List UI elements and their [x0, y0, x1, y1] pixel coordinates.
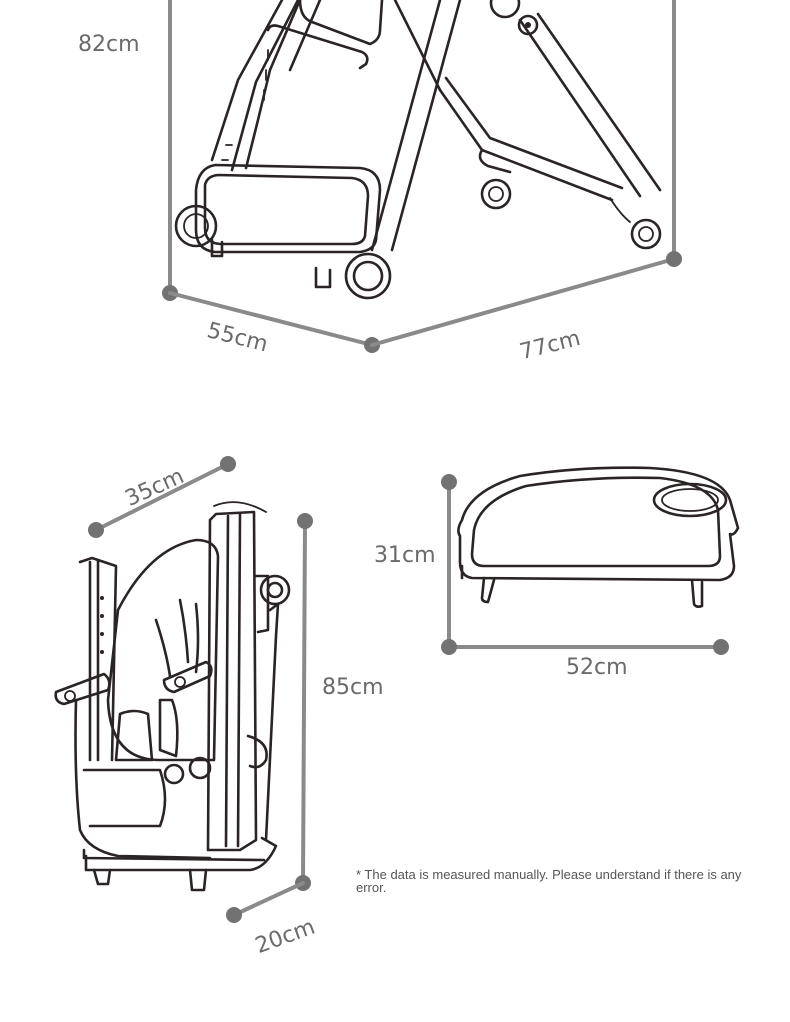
tray-illustration	[457, 466, 740, 608]
folded-height-label: 85cm	[322, 675, 384, 700]
chair-width-label: 55cm	[204, 318, 270, 357]
measurement-footnote: * The data is measured manually. Please …	[356, 867, 742, 895]
tray-width-dimension: 52cm	[441, 639, 729, 680]
tray-width-label: 52cm	[566, 655, 628, 680]
folded-depth-dimension: 35cm	[88, 456, 236, 538]
tray-depth-label: 31cm	[374, 543, 436, 568]
chair-depth-label: 77cm	[517, 326, 583, 365]
high-chair-illustration	[174, 0, 662, 300]
folded-chair-illustration	[54, 501, 291, 892]
folded-depth-label: 35cm	[122, 464, 188, 512]
folded-thickness-dimension: 20cm	[226, 881, 318, 960]
chair-width-dimension: 55cm	[168, 291, 380, 357]
folded-thickness-label: 20cm	[252, 915, 318, 960]
chair-depth-dimension: 77cm	[370, 0, 682, 365]
chair-height-label: 82cm	[78, 32, 140, 57]
folded-height-dimension: 85cm	[295, 513, 384, 891]
chair-height-dimension: 82cm	[78, 0, 178, 301]
tray-depth-dimension: 31cm	[374, 474, 457, 649]
